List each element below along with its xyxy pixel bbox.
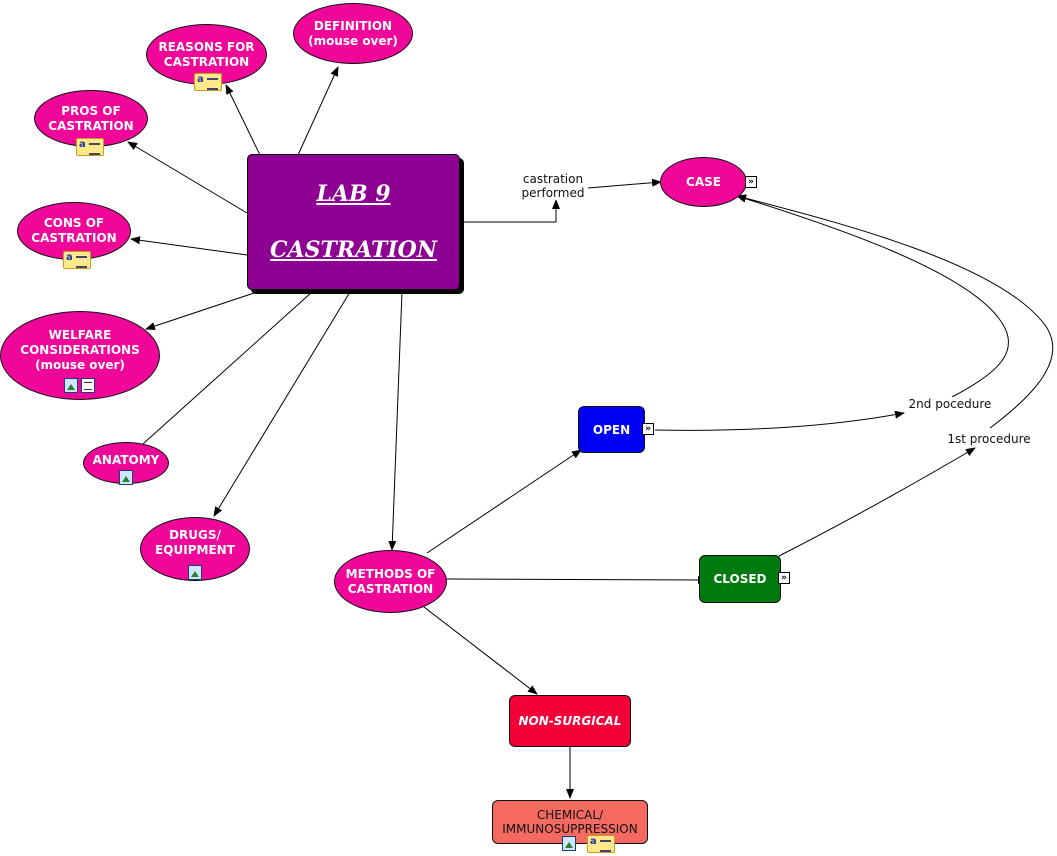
methods-node[interactable]: METHODS OF CASTRATION [334,550,447,613]
closed-node[interactable]: CLOSED [699,555,781,603]
image-icon[interactable] [64,378,78,393]
chemical-label: CHEMICAL/ IMMUNOSUPPRESSION [502,808,638,836]
welfare-node[interactable]: WELFARE CONSIDERATIONS (mouse over) [0,311,160,400]
anatomy-label: ANATOMY [92,452,160,467]
anatomy-node[interactable]: ANATOMY [83,442,169,484]
definition-label: DEFINITION (mouse over) [308,18,398,48]
expand-icon[interactable]: » [745,176,757,188]
note-icon[interactable] [63,251,91,269]
definition-node[interactable]: DEFINITION (mouse over) [293,3,413,64]
castration-performed-label: castration performed [520,172,586,200]
case-label: CASE [686,174,721,189]
main-title-line1: LAB 9 [316,181,391,207]
open-label: OPEN [592,422,631,437]
link-to-welfare [145,291,258,330]
link-to-anatomy [133,291,313,453]
link-closed-to-first [778,447,976,557]
cons-label: CONS OF CASTRATION [31,216,117,245]
link-second-to-case [736,194,1010,398]
link-performed-to-case [587,178,662,189]
reasons-label: REASONS FOR CASTRATION [158,39,255,69]
note-icon[interactable] [587,835,615,853]
image-icon[interactable] [188,565,202,580]
closed-label: CLOSED [713,572,767,586]
link-methods-to-nonsurgical [423,606,538,695]
link-to-drugs [213,291,351,517]
link-to-definition [297,66,339,156]
link-main-to-performed [463,199,560,223]
image-icon[interactable] [562,836,576,851]
methods-label: METHODS OF CASTRATION [345,566,436,596]
document-icon[interactable] [81,378,95,393]
first-procedure-label: 1st procedure [944,432,1034,446]
case-node[interactable]: CASE [660,157,747,207]
note-icon[interactable] [194,73,222,91]
link-to-methods [388,291,403,551]
link-first-to-case [736,194,1054,429]
main-title-line2: CASTRATION [270,237,437,263]
second-procedure-label: 2nd pocedure [905,397,995,411]
image-icon[interactable] [119,470,133,485]
drugs-label: DRUGS/ EQUIPMENT [155,528,235,557]
link-to-pros [127,141,248,214]
link-methods-to-open [426,449,582,554]
welfare-label: WELFARE CONSIDERATIONS (mouse over) [20,328,140,372]
main-topic-node[interactable]: LAB 9 CASTRATION [247,154,460,290]
cons-node[interactable]: CONS OF CASTRATION [17,202,131,260]
link-methods-to-closed [446,575,708,584]
link-to-cons [130,236,248,256]
link-open-to-second [654,410,905,431]
note-icon[interactable] [76,138,104,156]
expand-icon[interactable]: » [642,423,654,435]
expand-icon[interactable]: » [778,572,790,584]
open-node[interactable]: OPEN [578,406,645,453]
non-surgical-label: NON-SURGICAL [518,714,622,728]
link-to-reasons [225,84,261,156]
pros-label: PROS OF CASTRATION [48,103,134,133]
non-surgical-node[interactable]: NON-SURGICAL [509,695,631,747]
